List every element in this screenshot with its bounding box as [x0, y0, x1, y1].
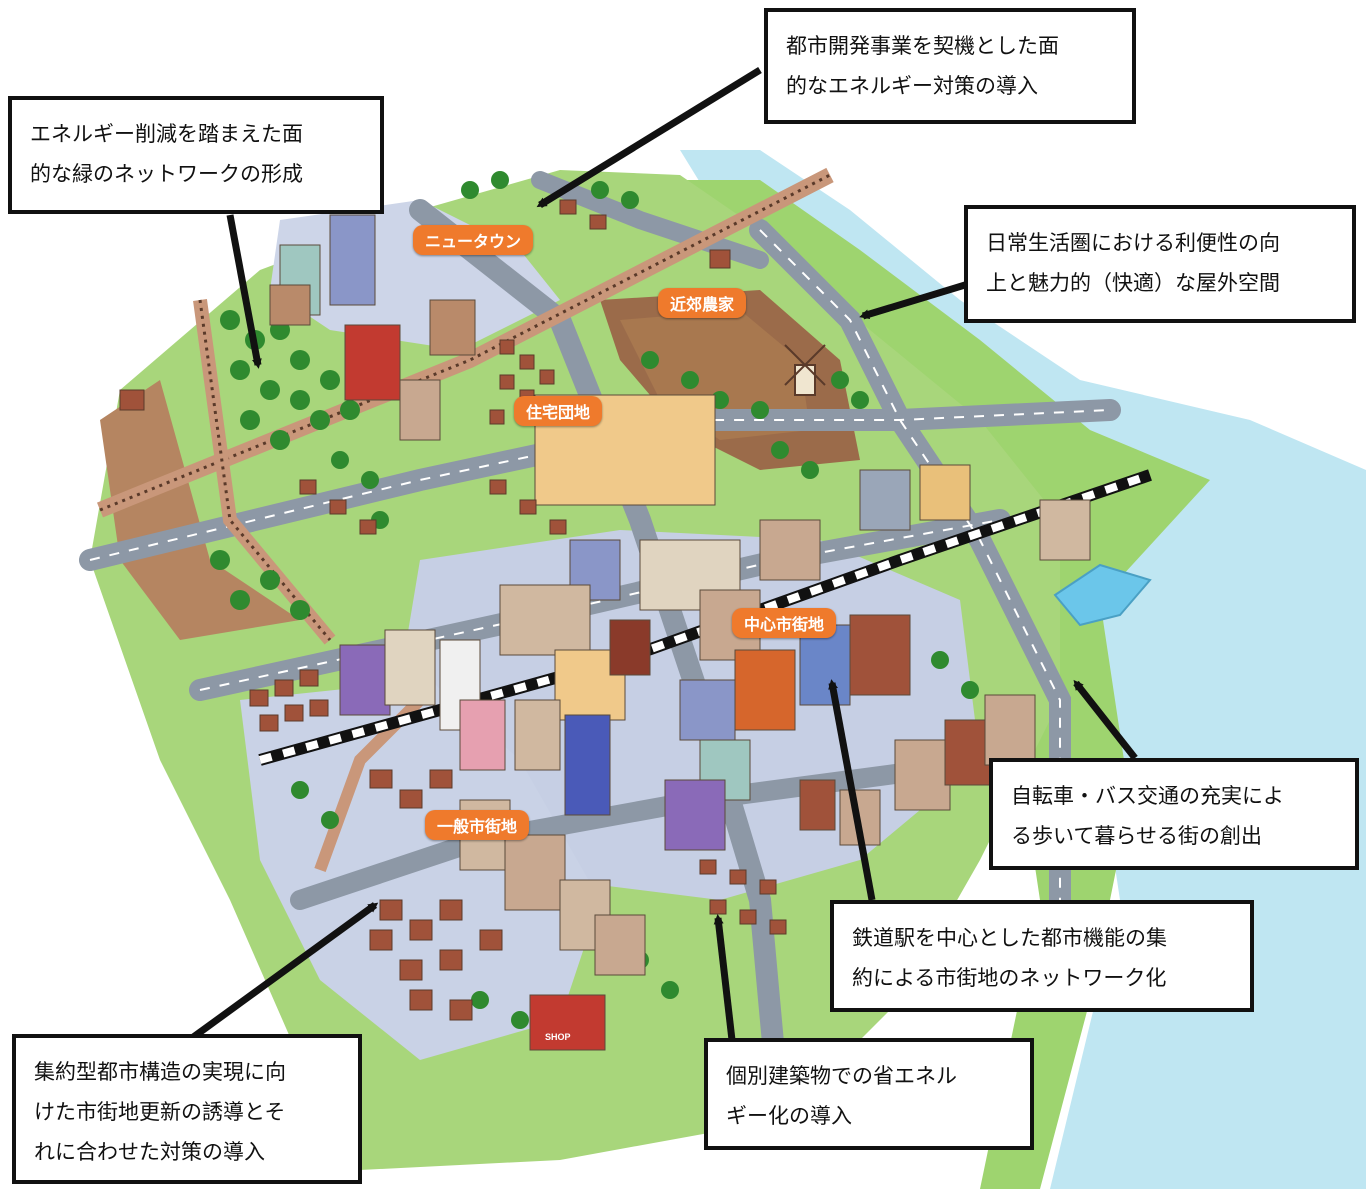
arrow-top-left: [226, 214, 262, 369]
arrow-top-center: [536, 67, 762, 208]
callout-right-top-text: 日常生活圏における利便性の向 上と魅力的（快適）な屋外空間: [986, 231, 1280, 295]
arrow-bottom-left: [189, 902, 379, 1041]
arrow-right-mid: [1073, 679, 1138, 761]
arrow-bottom-center: [713, 914, 736, 1041]
callout-top-center-text: 都市開発事業を契機とした面 的なエネルギー対策の導入: [786, 34, 1059, 98]
callout-right-mid-text: 自転車・バス交通の充実によ る歩いて暮らせる街の創出: [1011, 784, 1284, 848]
callout-bottom-left-text: 集約型都市構造の実現に向 けた市街地更新の誘導とそ れに合わせた対策の導入: [34, 1060, 286, 1164]
callout-bottom-left: 集約型都市構造の実現に向 けた市街地更新の誘導とそ れに合わせた対策の導入: [12, 1034, 362, 1184]
callout-right-top: 日常生活圏における利便性の向 上と魅力的（快適）な屋外空間: [964, 205, 1356, 323]
small-houses: [119, 199, 787, 1021]
arrow-right-low: [828, 679, 876, 901]
pointer-arrows: [189, 67, 1138, 1041]
district-label-suburb-farm: 近郊農家: [658, 288, 747, 318]
district-label-central: 中心市街地: [732, 608, 837, 638]
district-label-newtown: ニュータウン: [413, 225, 534, 255]
district-label-general: 一般市街地: [425, 810, 530, 840]
callout-bottom-center: 個別建築物での省エネル ギー化の導入: [704, 1038, 1034, 1150]
callout-bottom-center-text: 個別建築物での省エネル ギー化の導入: [726, 1064, 957, 1128]
callout-top-center: 都市開発事業を契機とした面 的なエネルギー対策の導入: [764, 8, 1136, 124]
callout-top-left-text: エネルギー削減を踏まえた面 的な緑のネットワークの形成: [30, 122, 303, 186]
windmill: [784, 344, 826, 396]
brown-land-left: [100, 380, 300, 640]
callout-right-low: 鉄道駅を中心とした都市機能の集 約による市街地のネットワーク化: [830, 900, 1254, 1012]
shop-sign: SHOP: [545, 1032, 571, 1042]
callout-top-left: エネルギー削減を踏まえた面 的な緑のネットワークの形成: [8, 96, 384, 214]
callout-right-low-text: 鉄道駅を中心とした都市機能の集 約による市街地のネットワーク化: [852, 926, 1167, 990]
pond: [1053, 563, 1152, 627]
arrow-right-top: [859, 281, 967, 320]
trees: [210, 171, 979, 1029]
callout-right-mid: 自転車・バス交通の充実によ る歩いて暮らせる街の創出: [989, 758, 1359, 870]
district-label-housing: 住宅団地: [514, 396, 603, 426]
